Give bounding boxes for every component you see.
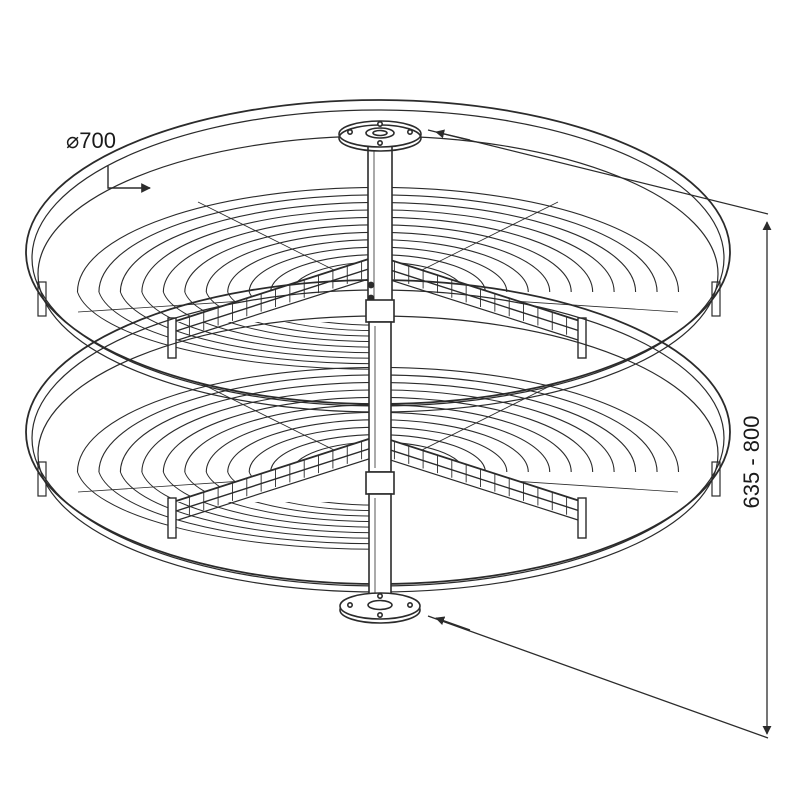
central-column: [365, 145, 395, 599]
diameter-pointer: [107, 166, 151, 193]
top-mounting-flange: [338, 120, 422, 152]
bottom-mounting-flange: [339, 592, 421, 624]
height-label: 635 - 800: [739, 415, 764, 509]
diameter-label: ⌀700: [66, 128, 116, 153]
height-dimension: [427, 129, 772, 739]
